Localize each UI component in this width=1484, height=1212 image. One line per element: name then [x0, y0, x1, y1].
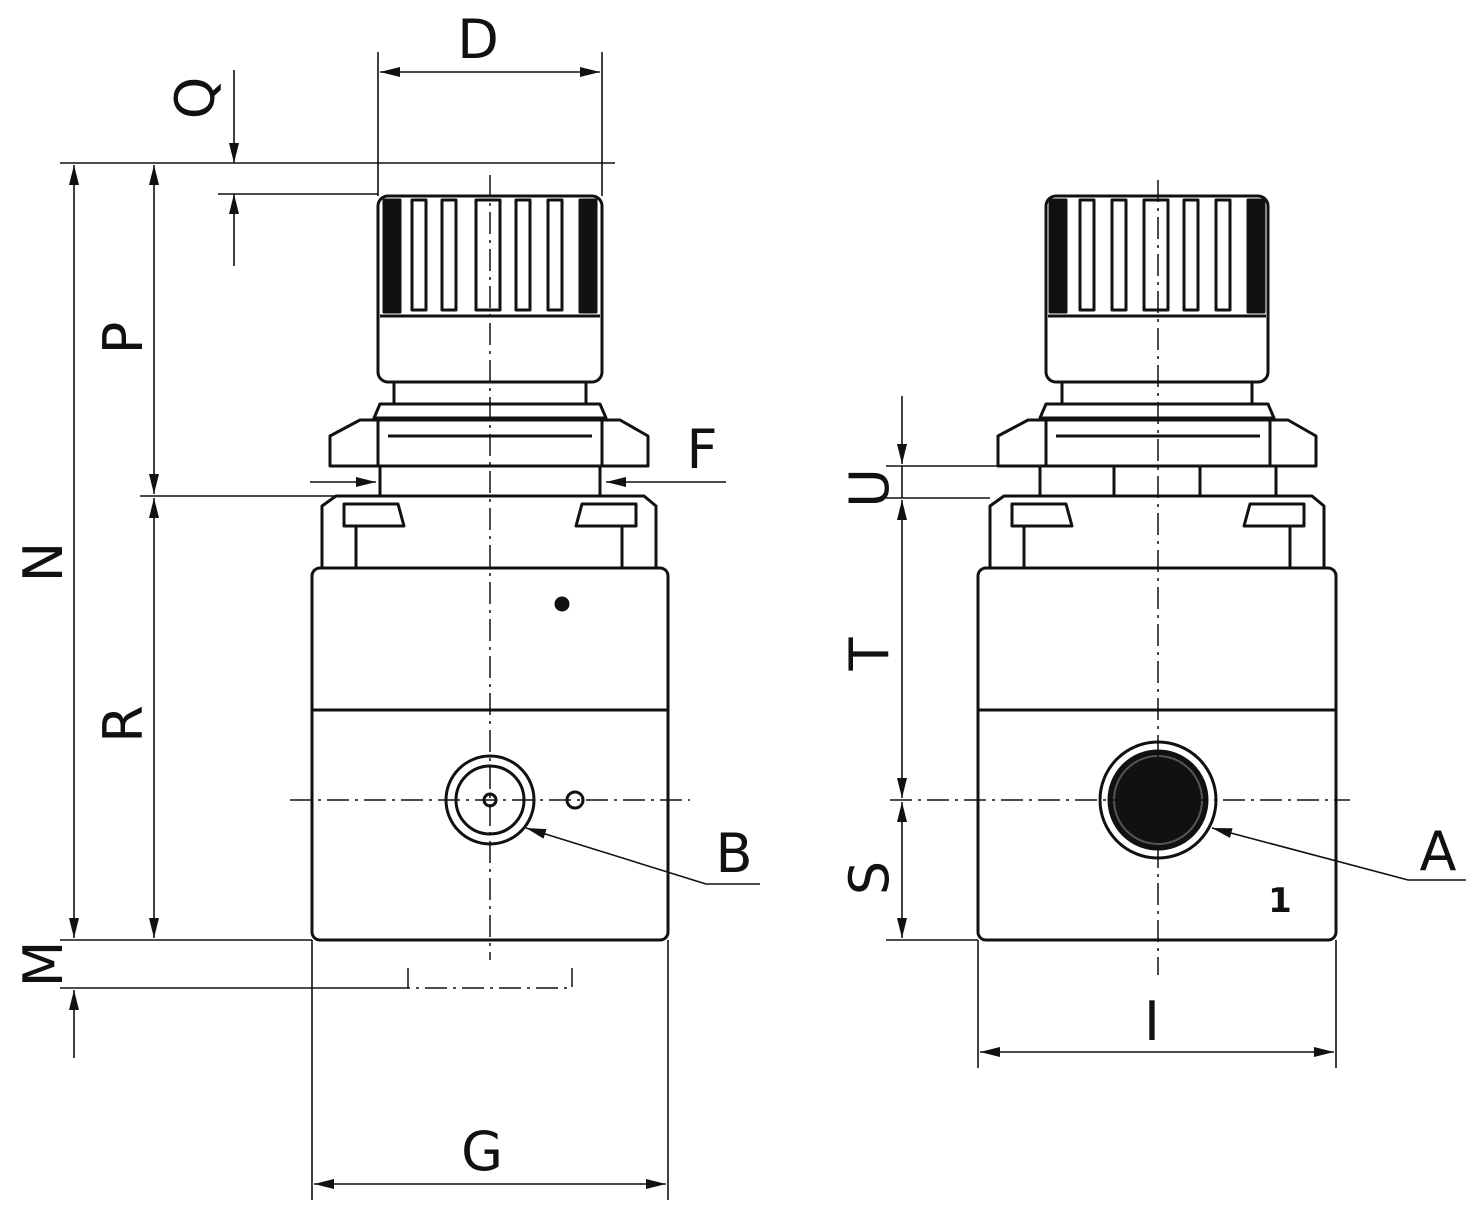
side-bonnet: [988, 402, 1326, 570]
label-B: B: [715, 822, 752, 885]
port-number: 1: [1268, 881, 1292, 921]
label-D: D: [457, 8, 499, 71]
front-view: [290, 175, 690, 989]
side-knob: [1044, 194, 1270, 406]
label-M: M: [12, 941, 75, 988]
side-view: [890, 180, 1350, 975]
front-dimensions: [60, 52, 760, 1200]
label-R: R: [92, 705, 155, 743]
side-dimensions: [886, 396, 1466, 1068]
label-A: A: [1420, 820, 1457, 883]
label-F: F: [686, 418, 717, 481]
label-Q: Q: [164, 77, 227, 120]
label-S: S: [838, 861, 901, 895]
front-bonnet: [320, 402, 658, 570]
label-T: T: [838, 637, 901, 672]
label-N: N: [12, 542, 75, 582]
label-G: G: [461, 1120, 503, 1183]
label-U: U: [838, 468, 901, 508]
label-I: I: [1144, 990, 1160, 1053]
label-P: P: [92, 322, 155, 355]
